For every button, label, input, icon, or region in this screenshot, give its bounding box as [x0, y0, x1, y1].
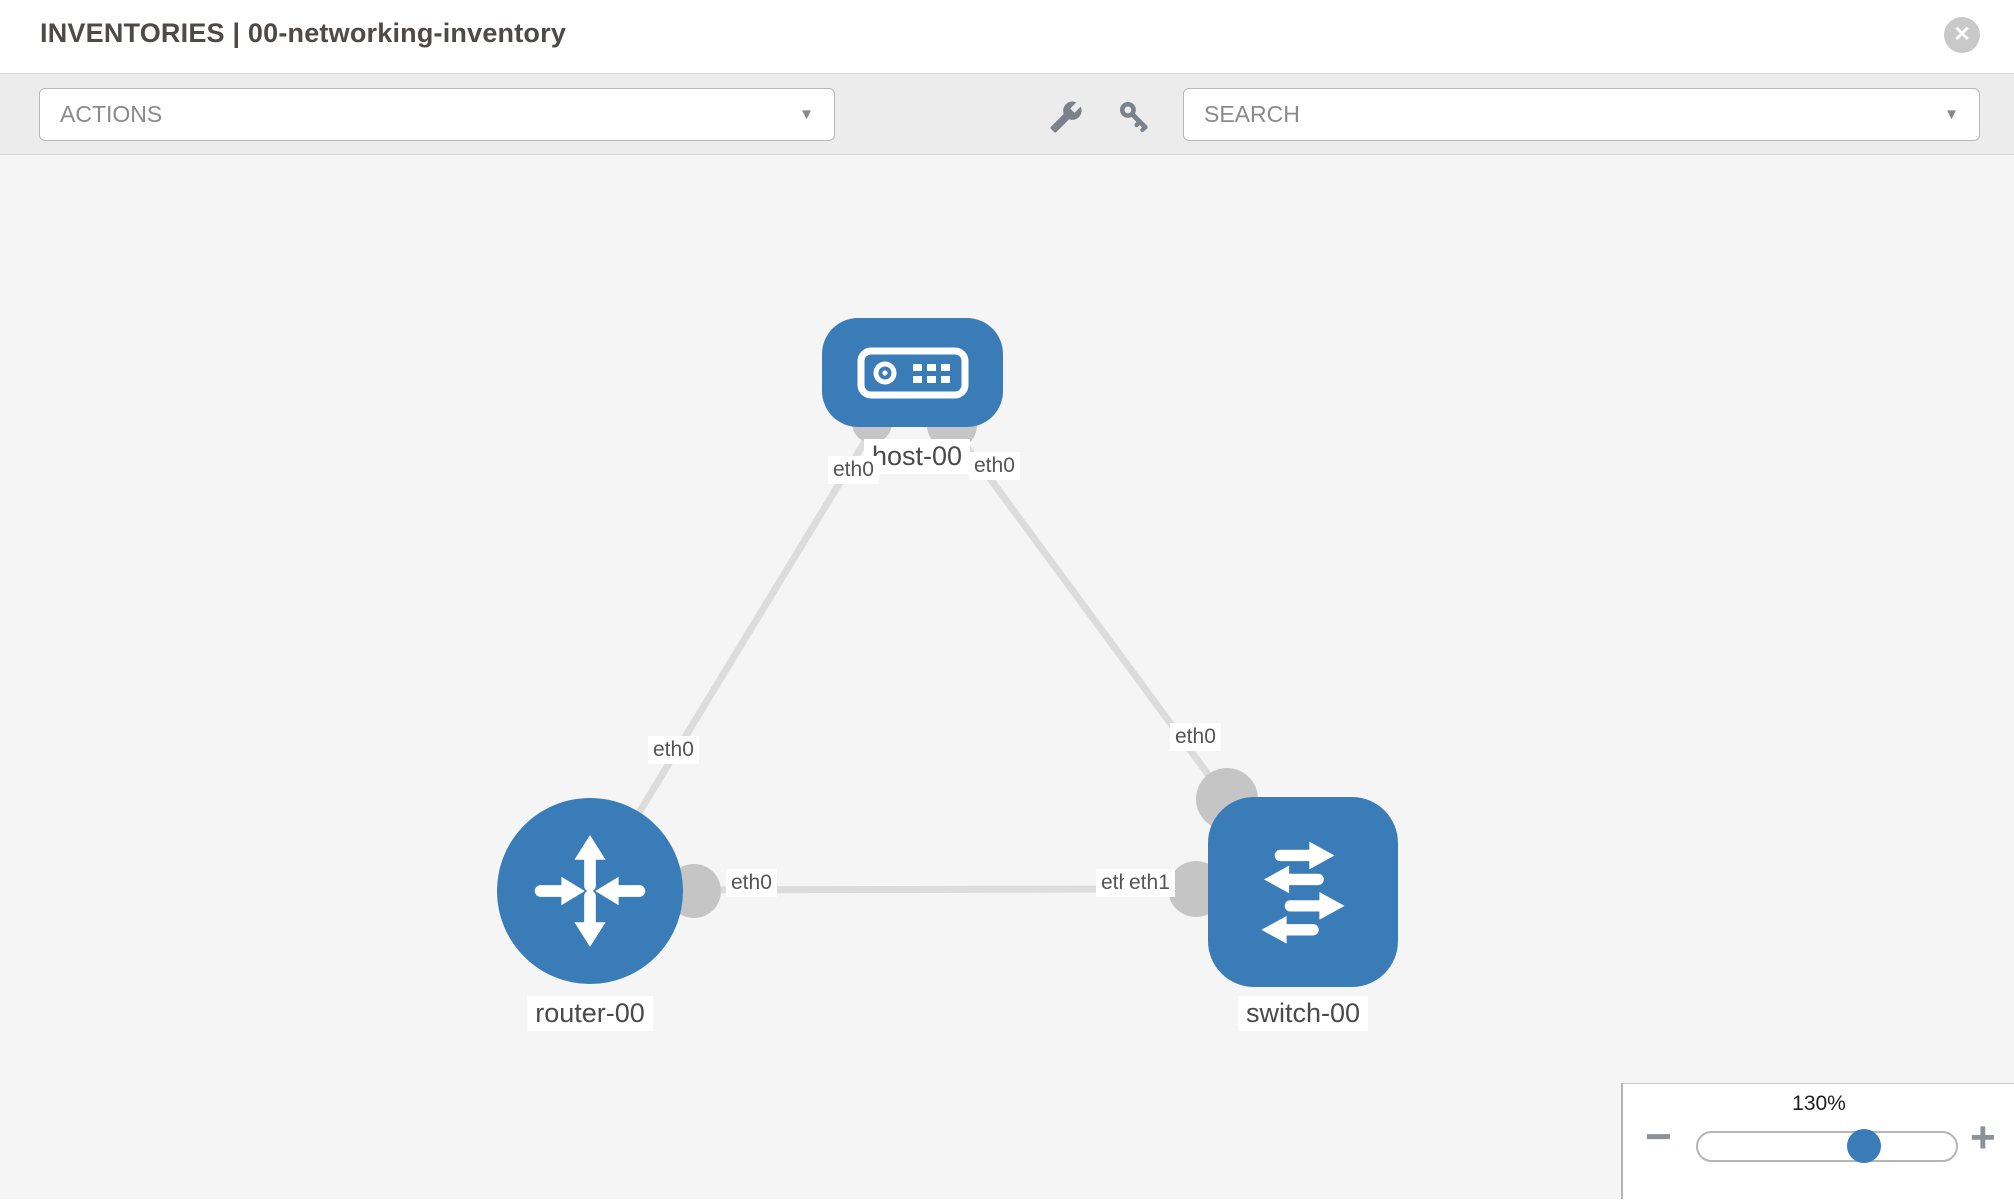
key-icon[interactable] — [1118, 100, 1152, 134]
chevron-down-icon: ▼ — [1944, 106, 1959, 123]
switch-icon — [1261, 841, 1345, 944]
node-host-00[interactable] — [822, 318, 1003, 427]
search-dropdown[interactable]: SEARCH ▼ — [1183, 88, 1980, 141]
chevron-down-icon: ▼ — [799, 106, 814, 123]
node-label-router: router-00 — [527, 996, 653, 1031]
actions-dropdown-label: ACTIONS — [60, 101, 163, 127]
link-host-router[interactable] — [592, 423, 878, 887]
close-icon[interactable]: ✕ — [1944, 17, 1980, 53]
interface-label: eth0 — [1170, 723, 1221, 751]
node-label-switch: switch-00 — [1237, 996, 1369, 1031]
zoom-slider-handle[interactable] — [1847, 1129, 1881, 1163]
node-switch-00[interactable] — [1208, 797, 1398, 987]
interface-label: eth1 — [1124, 869, 1175, 897]
node-label-host: host-00 — [863, 439, 971, 474]
interface-label: eth0 — [969, 452, 1020, 480]
header: INVENTORIES | 00-networking-inventory ✕ — [0, 0, 2014, 73]
search-dropdown-label: SEARCH — [1204, 101, 1300, 127]
zoom-control-panel: 130% − + — [1621, 1083, 2014, 1199]
interface-label: eth0 — [648, 736, 699, 764]
interface-label: eth0 — [828, 456, 879, 484]
topology-links-layer — [589, 400, 1258, 918]
zoom-in-button[interactable]: + — [1970, 1113, 1996, 1162]
node-router-00[interactable] — [497, 798, 683, 984]
toolbar: ACTIONS ▼ SEARCH ▼ — [0, 73, 2014, 155]
interface-label: eth0 — [726, 869, 777, 897]
host-icon — [857, 347, 968, 398]
topology-canvas[interactable]: host-00 router-00 switch-00 eth0 eth0 et… — [0, 155, 2014, 1199]
zoom-out-button[interactable]: − — [1645, 1110, 1672, 1162]
wrench-icon[interactable] — [1049, 100, 1083, 134]
zoom-slider-track[interactable] — [1696, 1131, 1958, 1162]
router-icon — [534, 835, 646, 947]
page-title: INVENTORIES | 00-networking-inventory — [40, 18, 567, 48]
zoom-level-value: 130% — [1792, 1092, 1846, 1115]
actions-dropdown[interactable]: ACTIONS ▼ — [39, 88, 835, 141]
